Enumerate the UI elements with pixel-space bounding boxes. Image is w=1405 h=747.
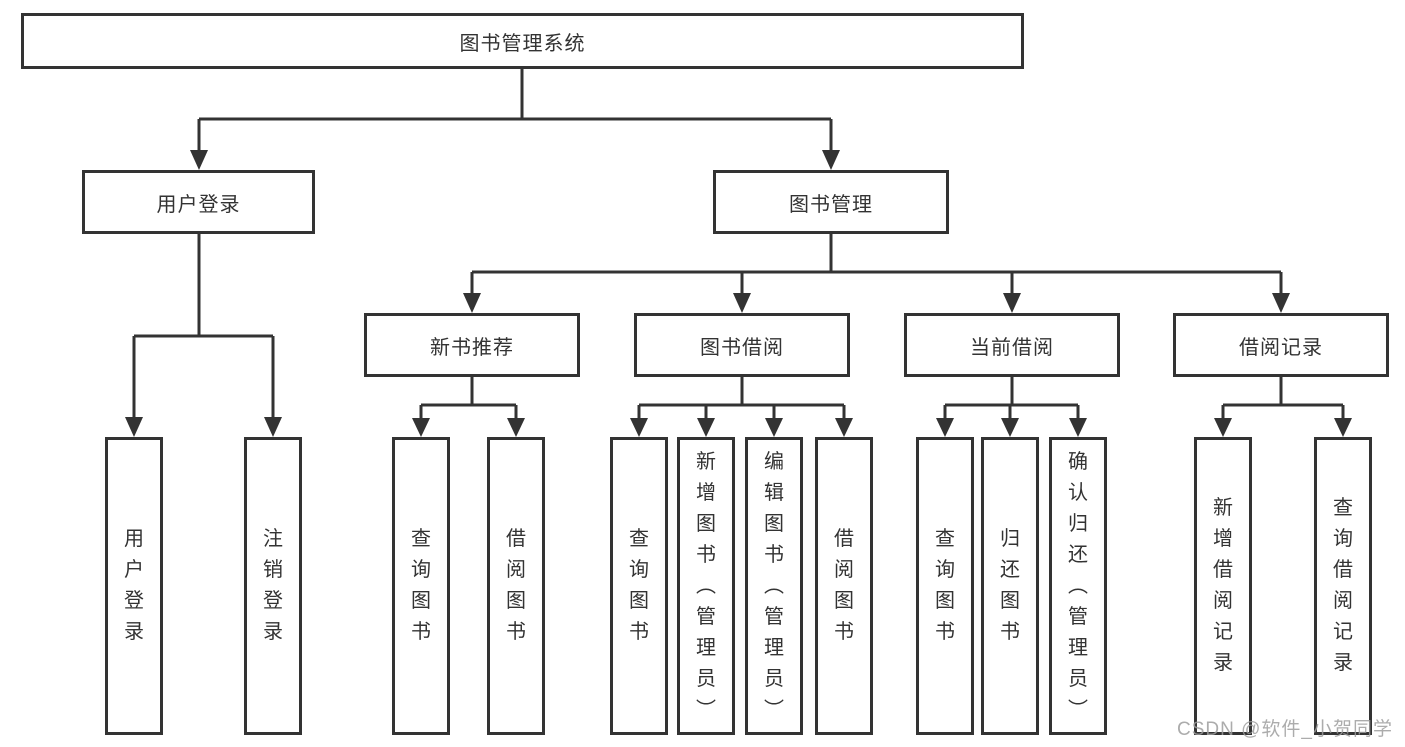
- node-current-borrow: 当前借阅: [904, 313, 1120, 377]
- leaf-confirm-return-admin: 确认归还︵管理员︶: [1049, 437, 1107, 735]
- leaf-query-books-current-label: 查询图书: [935, 528, 955, 643]
- leaf-query-books-borrow-label: 查询图书: [629, 528, 649, 643]
- node-book-management-label: 图书管理: [789, 193, 873, 216]
- leaf-edit-book-admin-label: 编辑图书︵管理员︶: [764, 450, 784, 721]
- leaf-add-borrow-record: 新增借阅记录: [1194, 437, 1252, 735]
- node-book-borrow: 图书借阅: [634, 313, 850, 377]
- leaf-borrow-books-recommend: 借阅图书: [487, 437, 545, 735]
- leaf-add-borrow-record-label: 新增借阅记录: [1213, 497, 1233, 674]
- leaf-borrow-books-label: 借阅图书: [834, 528, 854, 643]
- leaf-query-books-borrow: 查询图书: [610, 437, 668, 735]
- leaf-add-book-admin: 新增图书︵管理员︶: [677, 437, 735, 735]
- node-borrow-records: 借阅记录: [1173, 313, 1389, 377]
- leaf-add-book-admin-label: 新增图书︵管理员︶: [696, 450, 716, 721]
- leaf-borrow-books-recommend-label: 借阅图书: [506, 528, 526, 643]
- leaf-logout: 注销登录: [244, 437, 302, 735]
- node-user-login-label: 用户登录: [156, 193, 241, 216]
- leaf-borrow-books: 借阅图书: [815, 437, 873, 735]
- leaf-edit-book-admin: 编辑图书︵管理员︶: [745, 437, 803, 735]
- node-book-borrow-label: 图书借阅: [700, 336, 784, 359]
- leaf-return-books-label: 归还图书: [1000, 528, 1020, 643]
- watermark: CSDN @软件_小贺同学: [1177, 719, 1393, 740]
- node-root-label: 图书管理系统: [459, 32, 586, 55]
- leaf-logout-label: 注销登录: [263, 528, 283, 643]
- node-current-borrow-label: 当前借阅: [970, 336, 1054, 359]
- leaf-confirm-return-admin-label: 确认归还︵管理员︶: [1068, 450, 1088, 721]
- leaf-user-login: 用户登录: [105, 437, 163, 735]
- leaf-query-books-current: 查询图书: [916, 437, 974, 735]
- leaf-return-books: 归还图书: [981, 437, 1039, 735]
- node-root: 图书管理系统: [21, 13, 1024, 69]
- leaf-query-borrow-record-label: 查询借阅记录: [1333, 497, 1353, 674]
- node-new-book-recommend: 新书推荐: [364, 313, 580, 377]
- node-book-management: 图书管理: [713, 170, 949, 234]
- leaf-user-login-label: 用户登录: [124, 528, 144, 643]
- arrowheads: [125, 150, 1352, 437]
- leaf-query-borrow-record: 查询借阅记录: [1314, 437, 1372, 735]
- node-user-login: 用户登录: [82, 170, 315, 234]
- node-new-book-recommend-label: 新书推荐: [430, 336, 514, 359]
- node-borrow-records-label: 借阅记录: [1239, 336, 1323, 359]
- leaf-query-books-recommend: 查询图书: [392, 437, 450, 735]
- leaf-query-books-recommend-label: 查询图书: [411, 528, 431, 643]
